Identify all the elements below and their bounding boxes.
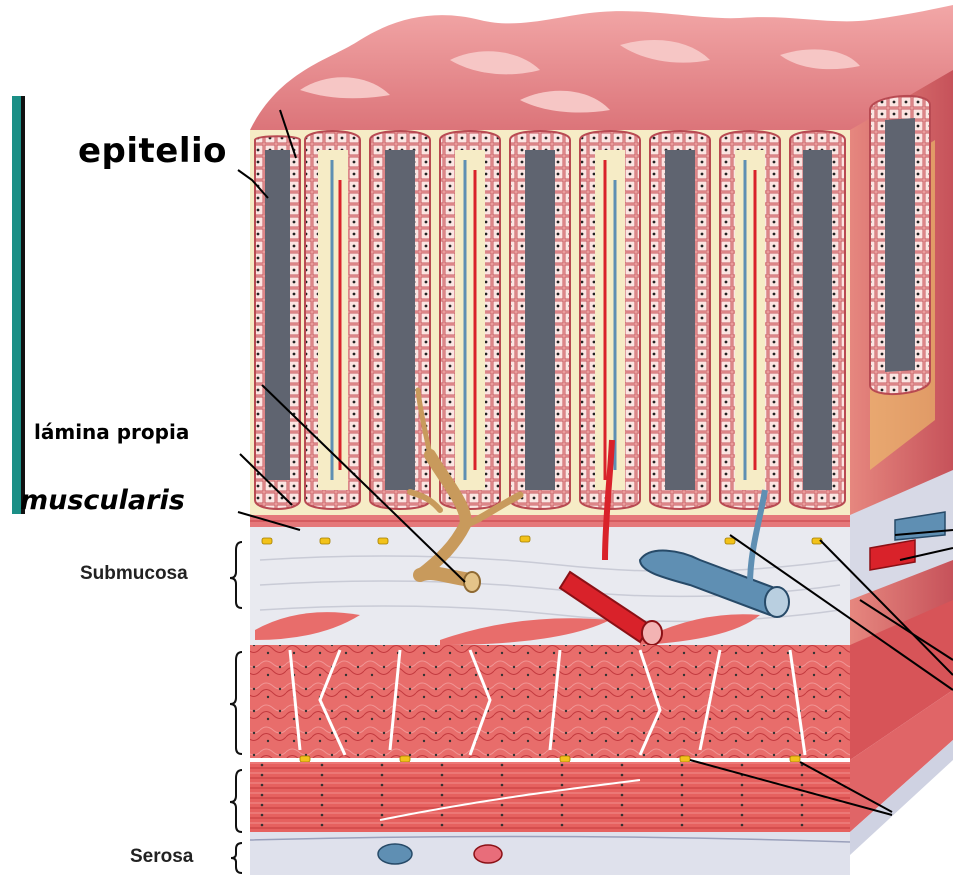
label-serosa: Serosa	[130, 846, 193, 868]
mucosal-surface	[250, 5, 953, 150]
serosa-artery	[474, 845, 502, 863]
villus	[510, 131, 570, 509]
serosa-bracket	[231, 843, 242, 873]
serosa-vein	[378, 844, 412, 864]
muscularis-longitudinal-bracket	[230, 770, 242, 832]
villus	[650, 131, 710, 509]
villus	[440, 131, 500, 509]
layer-brackets	[230, 542, 242, 873]
mucosa-bracket-bar	[12, 96, 21, 514]
villi-group	[255, 96, 930, 509]
longitudinal-muscle-layer	[250, 762, 850, 832]
label-muscularis: muscularis	[20, 485, 185, 516]
villus	[720, 131, 780, 509]
villus	[790, 131, 845, 509]
villus	[370, 131, 430, 509]
label-submucosa: Submucosa	[80, 563, 188, 585]
mucosa-bracket-edge	[21, 96, 25, 514]
label-lamina-propia: lámina propia	[34, 420, 189, 444]
submucosa-bracket	[230, 542, 242, 608]
label-epitelio: epitelio	[78, 131, 227, 171]
muscularis-circular-bracket	[230, 652, 242, 754]
villus-side	[870, 96, 930, 394]
nerve-cross-section	[464, 572, 480, 592]
